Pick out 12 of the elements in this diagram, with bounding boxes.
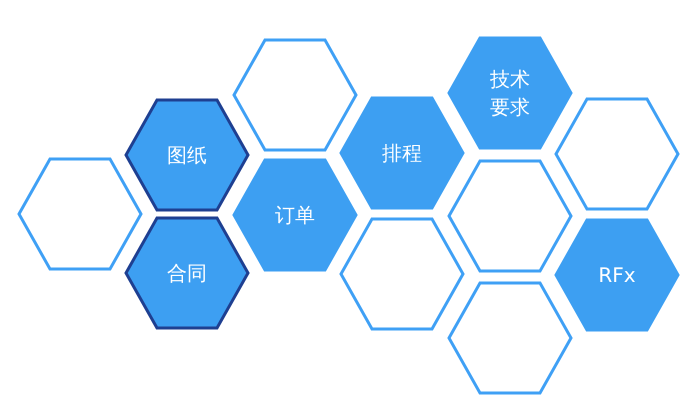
- hexagon-label: 排程: [382, 140, 422, 167]
- hexagon: [124, 98, 250, 212]
- hexagon-label: 订单: [275, 202, 315, 229]
- hexagon: [554, 218, 680, 332]
- hexagon-label: RFx: [598, 262, 636, 289]
- hexagon: [447, 36, 573, 150]
- hexagon-label: 图纸: [167, 142, 207, 169]
- hexagon-label: 技术要求: [489, 66, 531, 121]
- hexagon-label: 合同: [167, 260, 207, 287]
- hexagon: [124, 216, 250, 330]
- hexagon: [339, 96, 465, 210]
- hexagon: [232, 158, 358, 272]
